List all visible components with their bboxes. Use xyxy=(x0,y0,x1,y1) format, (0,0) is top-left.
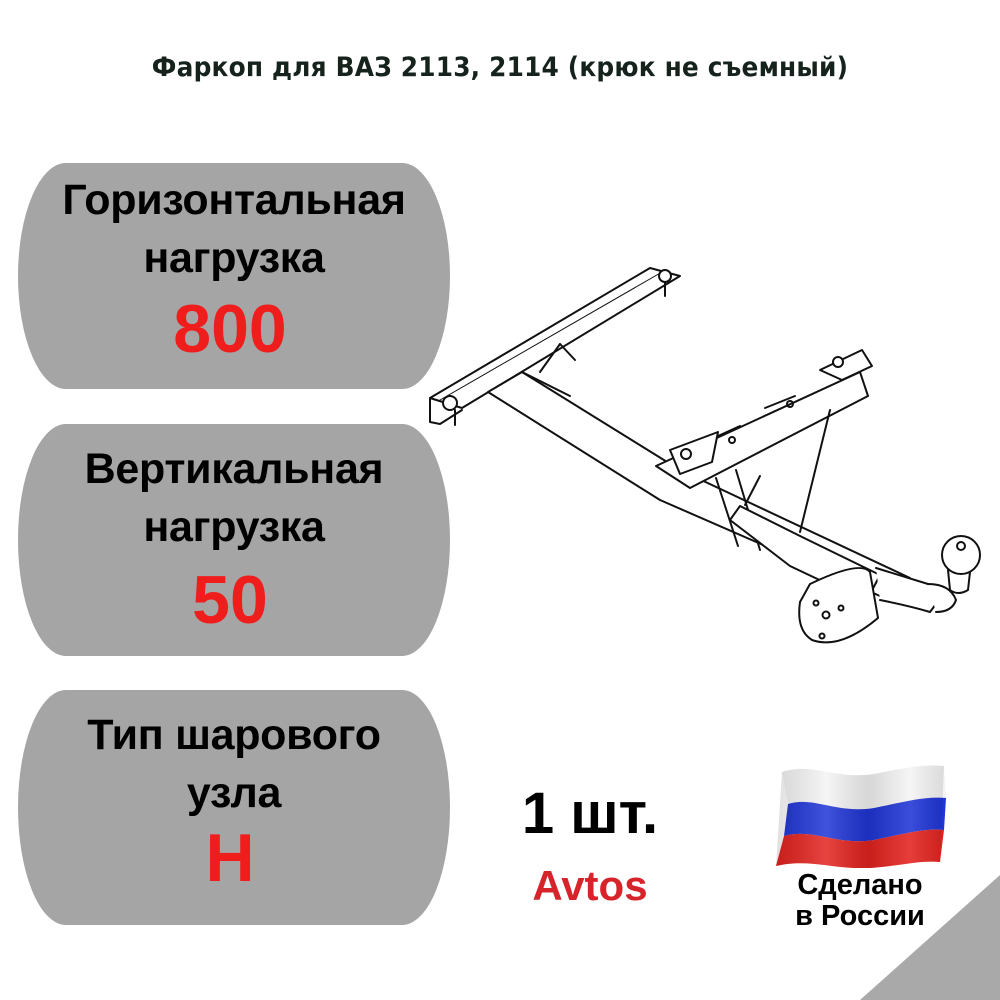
spec-horizontal-load: Горизонтальная нагрузка 800 xyxy=(18,163,450,389)
spec-value: 50 xyxy=(192,562,268,638)
tow-hitch-drawing-icon xyxy=(429,267,981,644)
spec-label: узла xyxy=(186,769,282,817)
made-in-russia-label: Сделано в России xyxy=(775,870,945,932)
made-in-line1: Сделано xyxy=(797,869,923,901)
page-title: Фаркоп для ВАЗ 2113, 2114 (крюк не съемн… xyxy=(151,52,849,83)
spec-label: нагрузка xyxy=(143,234,325,282)
quantity: 1 шт. xyxy=(521,781,659,846)
spec-value: 800 xyxy=(173,291,287,367)
made-in-line2: в России xyxy=(795,900,925,932)
spec-ball-type: Тип шарового узла H xyxy=(18,690,450,925)
spec-value: H xyxy=(205,820,255,896)
spec-vertical-load: Вертикальная нагрузка 50 xyxy=(18,424,450,656)
russian-flag-icon xyxy=(776,765,946,868)
spec-label: Горизонтальная xyxy=(62,176,406,224)
spec-label: нагрузка xyxy=(143,503,325,551)
spec-label: Вертикальная xyxy=(84,445,384,493)
spec-label: Тип шарового xyxy=(87,711,381,759)
brand-name: Avtos xyxy=(532,862,648,909)
